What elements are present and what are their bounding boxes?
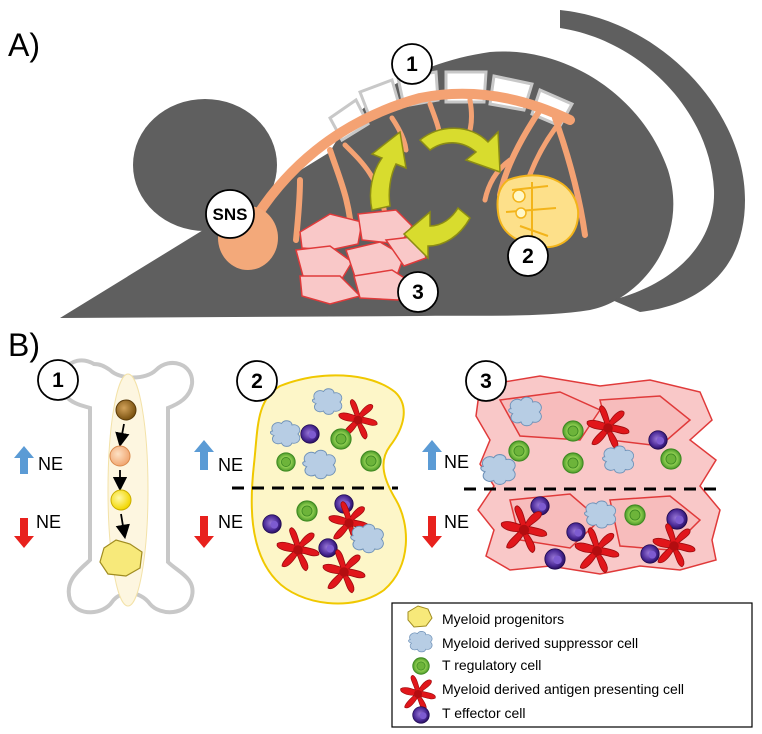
treg-cell [360,450,382,472]
legend-item-teffector: T effector cell [412,705,526,724]
treg-cell [562,452,584,474]
treg-cell [296,500,318,522]
site-badge-3: 3 [397,271,439,313]
mdsc-cell [302,449,336,480]
bone-ne-down: NE [14,512,61,548]
mdsc-cell [269,420,301,447]
panel-a-label: A) [8,27,40,63]
legend-item-mdsc: Myeloid derived suppressor cell [408,631,638,653]
mdsc-cell [508,396,542,427]
sns-badge: SNS [205,189,255,239]
teffector-cell [566,522,586,542]
up-arrow-icon [422,440,442,470]
mdsc-cell [583,500,617,529]
svg-text:Myeloid derived suppressor cel: Myeloid derived suppressor cell [442,635,638,651]
lymph-node-ne-down: NE [194,512,243,548]
progenitor-cell-yellow [110,489,132,511]
teffector-icon [412,706,430,724]
svg-text:3: 3 [480,370,492,393]
svg-text:1: 1 [406,53,418,76]
sns-label: SNS [213,205,248,224]
bone-ne-up: NE [14,446,63,474]
lymph-node-illustration [496,174,580,249]
lymph-node-ne-up: NE [194,440,243,475]
svg-text:NE: NE [444,452,469,472]
progenitor-cell-peach [109,445,131,467]
lymph-node-badge: 2 [236,360,278,402]
treg-cell [330,428,352,450]
mdsc-cell [311,388,343,415]
mdsc-cell [601,445,635,474]
site-badge-1: 1 [391,43,433,85]
myeloid-progenitor-icon [407,605,433,628]
legend-item-myeloid-progenitors: Myeloid progenitors [407,605,564,628]
svg-text:NE: NE [218,512,243,532]
svg-text:2: 2 [251,370,263,393]
tumor-tissue-illustration [295,209,427,305]
treg-cell [276,452,296,472]
mdsc-cell [480,454,516,485]
svg-text:Myeloid derived antigen presen: Myeloid derived antigen presenting cell [442,681,684,697]
mdsc-icon [408,631,433,653]
treg-cell [660,448,682,470]
down-arrow-icon [422,516,442,548]
mouse-tail [560,10,745,312]
legend-item-apc: Myeloid derived antigen presenting cell [400,674,684,712]
myeloid-progenitor-icon [99,539,143,577]
treg-icon [412,657,430,675]
legend-box [391,602,753,728]
teffector-cell [318,538,338,558]
svg-text:3: 3 [412,281,424,304]
cycle-arrow-left [369,130,407,211]
bone-badge: 1 [37,359,79,401]
down-arrow-icon [14,518,34,548]
down-arrow-icon [194,516,214,548]
svg-text:Myeloid progenitors: Myeloid progenitors [442,611,564,627]
svg-text:2: 2 [522,245,534,268]
legend: Myeloid progenitors Myeloid derived supp… [391,602,753,728]
treg-cell [562,420,584,442]
teffector-cell [300,424,320,444]
tumor-ne-up: NE [422,440,469,472]
svg-text:NE: NE [218,455,243,475]
svg-text:NE: NE [38,454,63,474]
svg-text:T regulatory cell: T regulatory cell [442,657,541,673]
svg-text:1: 1 [52,369,64,392]
up-arrow-icon [194,440,214,470]
teffector-cell [262,514,282,534]
cycle-arrow-bottom [402,206,471,260]
teffector-cell [640,544,660,564]
tumor-badge: 3 [465,360,507,402]
legend-item-treg: T regulatory cell [412,657,541,675]
treg-cell [624,504,646,526]
up-arrow-icon [14,446,34,474]
cycle-arrow-right [418,127,501,174]
teffector-cell [648,430,668,450]
cycle-arrows [369,127,501,260]
progenitor-cell-brown [115,399,137,421]
teffector-cell [544,548,566,570]
treg-cell [508,440,530,462]
svg-text:T effector cell: T effector cell [442,705,526,721]
svg-text:NE: NE [444,512,469,532]
panel-b-label: B) [8,327,40,363]
tumor-ne-down: NE [422,512,469,548]
myeloid-differentiation [99,399,143,577]
mdsc-cell [350,523,384,554]
svg-text:NE: NE [36,512,61,532]
site-badge-2: 2 [507,235,549,277]
